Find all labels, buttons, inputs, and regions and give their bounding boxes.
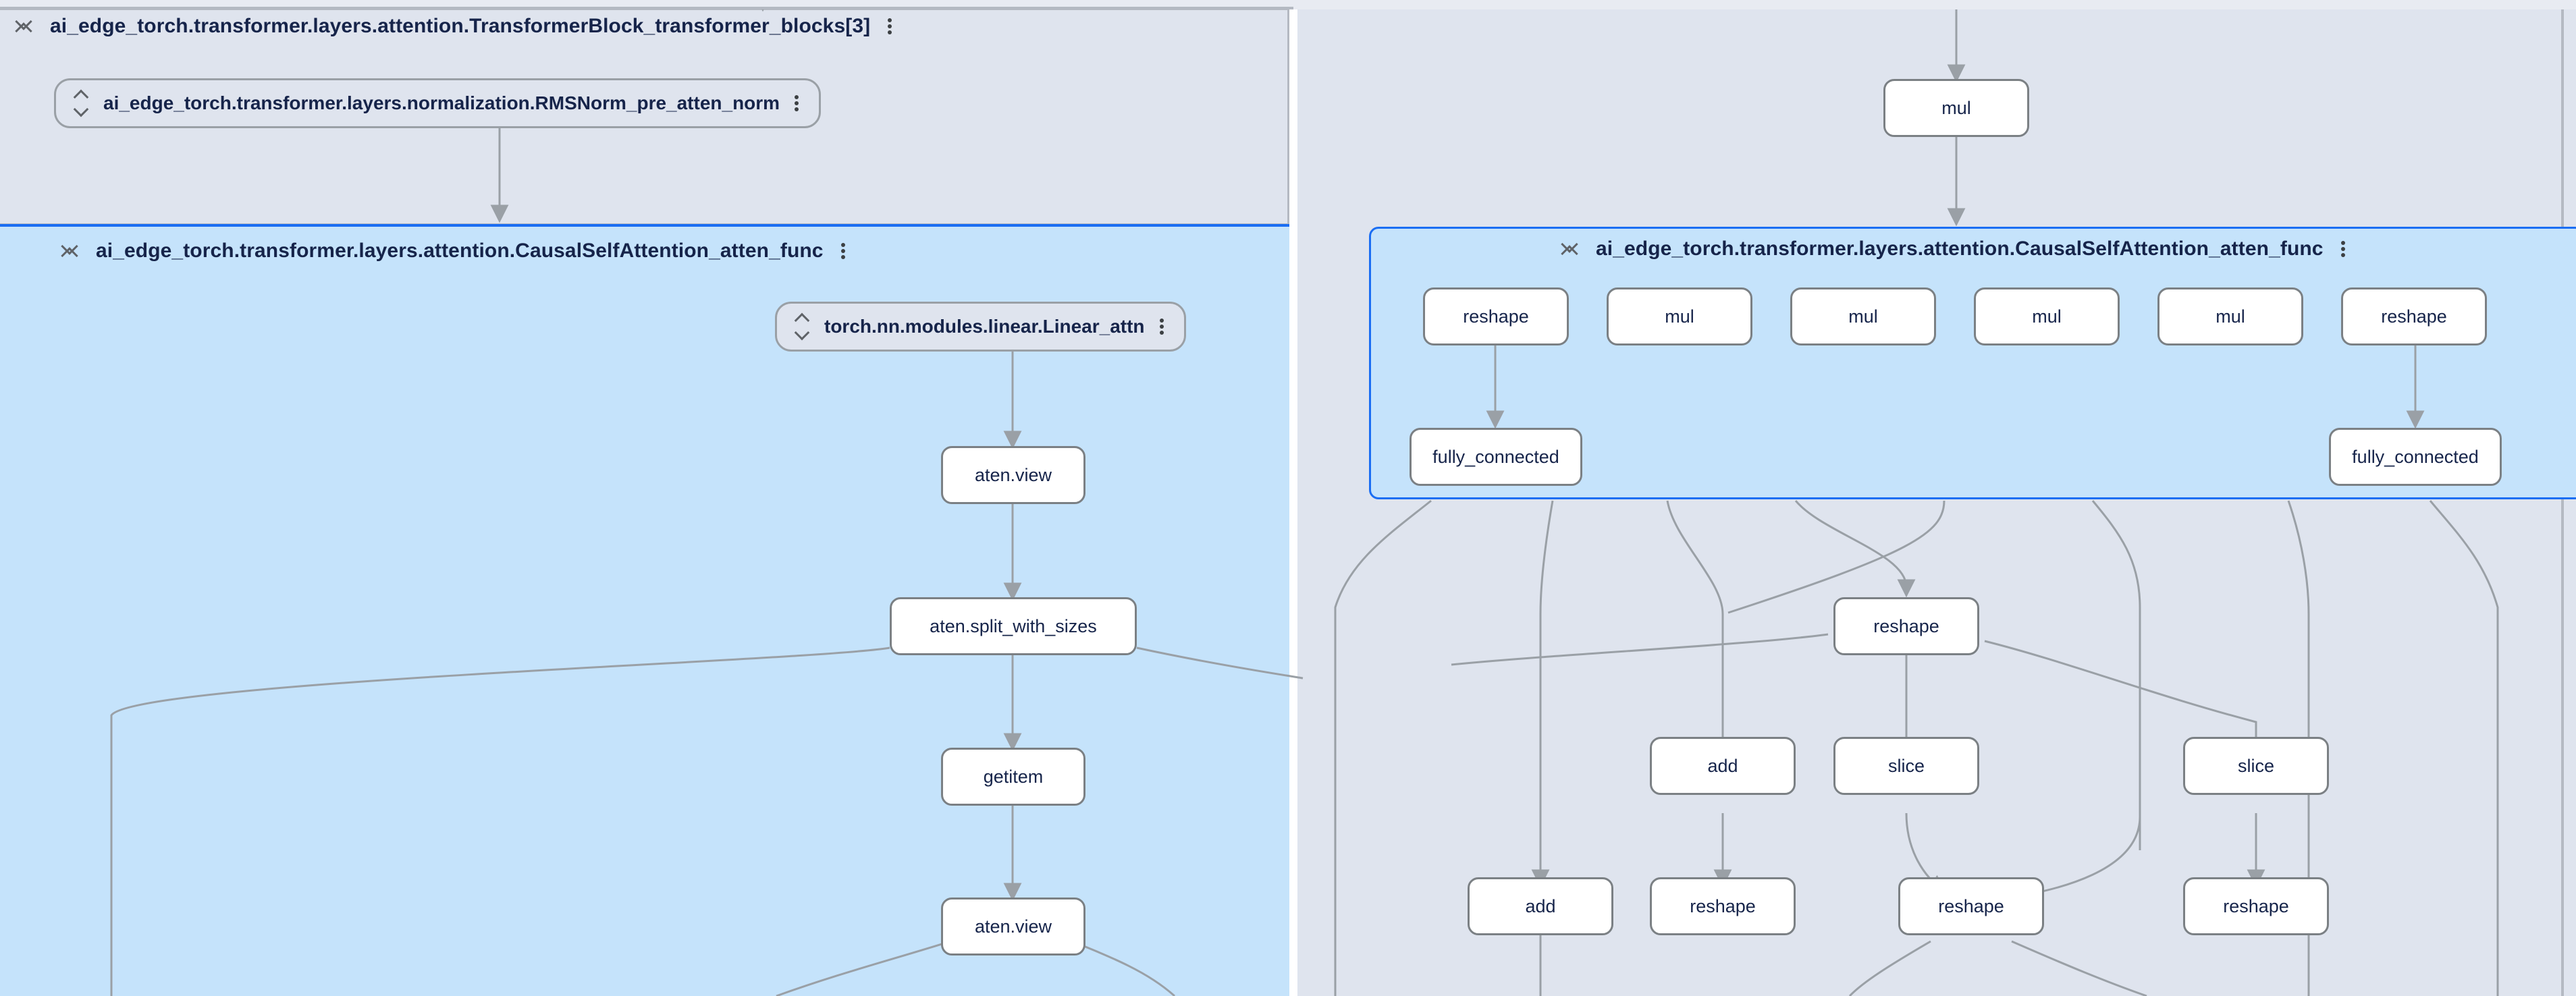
node-aten-view-2[interactable]: aten.view <box>941 897 1085 956</box>
node-label: reshape <box>1463 306 1529 327</box>
layer-pill-linear-attn-label: torch.nn.modules.linear.Linear_attn <box>824 316 1145 337</box>
node-aten-view-1[interactable]: aten.view <box>941 446 1085 504</box>
node-fully-connected-left[interactable]: fully_connected <box>1410 428 1582 486</box>
group-header-causal-self-attention-left[interactable]: ai_edge_torch.transformer.layers.attenti… <box>61 240 848 262</box>
expand-collapse-icon[interactable] <box>795 313 809 340</box>
node-getitem[interactable]: getitem <box>941 748 1085 806</box>
node-label: aten.split_with_sizes <box>930 615 1097 636</box>
node-label: fully_connected <box>2352 446 2479 467</box>
layer-pill-rmsnorm-label: ai_edge_torch.transformer.layers.normali… <box>103 92 780 113</box>
node-reshape-mid[interactable]: reshape <box>1833 597 1979 655</box>
node-fully-connected-right[interactable]: fully_connected <box>2329 428 2502 486</box>
collapse-icon[interactable] <box>61 240 78 262</box>
more-vert-icon[interactable] <box>888 15 894 38</box>
node-label: mul <box>2216 306 2245 327</box>
node-label: mul <box>2032 306 2062 327</box>
collapse-icon[interactable] <box>15 15 32 38</box>
top-rule <box>0 7 1293 9</box>
node-label: reshape <box>2381 306 2447 327</box>
more-vert-icon[interactable] <box>1159 315 1166 338</box>
more-vert-icon[interactable] <box>795 92 801 115</box>
more-vert-icon[interactable] <box>840 240 848 262</box>
node-label: reshape <box>1873 615 1939 636</box>
group-header-transformer-block[interactable]: ai_edge_torch.transformer.layers.attenti… <box>15 15 894 38</box>
node-mul-r3[interactable]: mul <box>1974 287 2120 345</box>
node-reshape-r2[interactable]: reshape <box>2341 287 2487 345</box>
node-mul-r2[interactable]: mul <box>1790 287 1936 345</box>
node-slice-1[interactable]: slice <box>1833 737 1979 795</box>
node-label: add <box>1707 755 1738 776</box>
node-add-1[interactable]: add <box>1650 737 1796 795</box>
node-label: reshape <box>2223 895 2289 916</box>
node-split-with-sizes[interactable]: aten.split_with_sizes <box>890 597 1137 655</box>
layer-pill-rmsnorm[interactable]: ai_edge_torch.transformer.layers.normali… <box>54 78 822 128</box>
more-vert-icon[interactable] <box>2340 238 2348 260</box>
node-label: slice <box>1887 755 1925 776</box>
node-slice-2[interactable]: slice <box>2183 737 2329 795</box>
group-title-causal-self-attention-left: ai_edge_torch.transformer.layers.attenti… <box>96 240 824 262</box>
group-title-causal-self-attention-right: ai_edge_torch.transformer.layers.attenti… <box>1596 238 2324 260</box>
node-label: reshape <box>1938 895 2004 916</box>
panel-right-graph-area[interactable] <box>1297 8 2576 996</box>
node-label: mul <box>1665 306 1694 327</box>
panel-divider-right <box>2561 8 2564 996</box>
node-mul-r1[interactable]: mul <box>1607 287 1752 345</box>
node-add-2[interactable]: add <box>1468 877 1613 935</box>
node-reshape-r1[interactable]: reshape <box>1423 287 1569 345</box>
node-label: reshape <box>1690 895 1756 916</box>
node-label: aten.view <box>974 464 1052 485</box>
node-mul-top[interactable]: mul <box>1883 79 2029 137</box>
node-reshape-r3[interactable]: reshape <box>2183 877 2329 935</box>
expand-collapse-icon[interactable] <box>74 90 88 117</box>
node-label: mul <box>1848 306 1878 327</box>
collapse-icon[interactable] <box>1561 238 1578 260</box>
node-label: slice <box>2237 755 2274 776</box>
node-label: mul <box>1941 97 1971 118</box>
group-header-causal-self-attention-right[interactable]: ai_edge_torch.transformer.layers.attenti… <box>1561 238 2348 260</box>
node-label: add <box>1525 895 1556 916</box>
node-label: aten.view <box>974 916 1052 937</box>
group-title-transformer-block: ai_edge_torch.transformer.layers.attenti… <box>50 15 871 37</box>
node-label: getitem <box>983 766 1044 787</box>
node-label: fully_connected <box>1432 446 1559 467</box>
node-reshape-m2[interactable]: reshape <box>1898 877 2044 935</box>
layer-pill-linear-attn[interactable]: torch.nn.modules.linear.Linear_attn <box>775 302 1186 352</box>
window-top-strip <box>0 0 2576 9</box>
node-reshape-l2[interactable]: reshape <box>1650 877 1796 935</box>
node-mul-r4[interactable]: mul <box>2157 287 2303 345</box>
